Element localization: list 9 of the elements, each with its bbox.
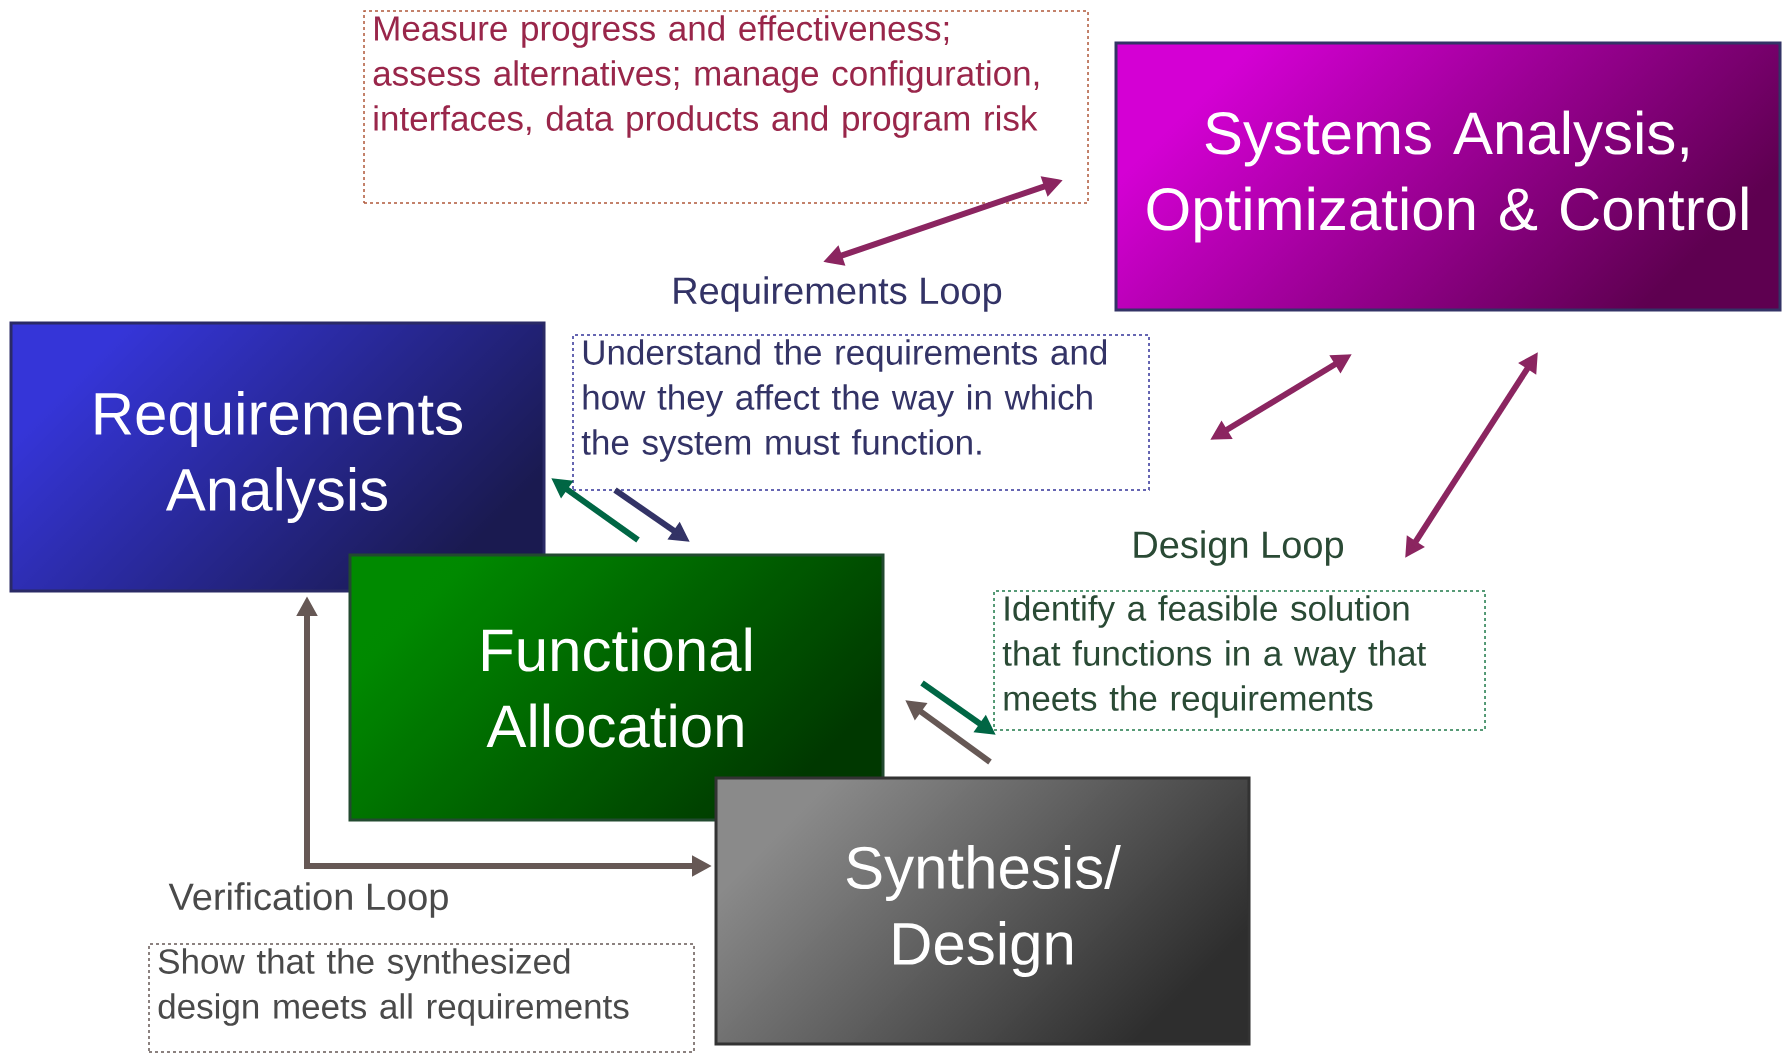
loop-heading: Requirements Loop bbox=[674, 276, 1002, 312]
process-box: Synthesis/ Design bbox=[714, 776, 1251, 1046]
note-box: Identify a feasible solution that functions in a way that meets the requirements bbox=[993, 590, 1486, 731]
loop-heading: Design Loop bbox=[1134, 530, 1344, 566]
note-box: Measure progress and effectiveness; assess alternatives; manage configuration, interfaces, data products and program risk bbox=[363, 10, 1089, 204]
note-box: Show that the synthesized design meets all requirements bbox=[148, 943, 695, 1053]
loop-heading: Verification Loop bbox=[168, 882, 448, 918]
note-box: Understand the requirements and how they affect the way in which the system must function. bbox=[572, 334, 1150, 491]
process-box: Systems Analysis, Optimization & Control bbox=[1114, 41, 1782, 312]
